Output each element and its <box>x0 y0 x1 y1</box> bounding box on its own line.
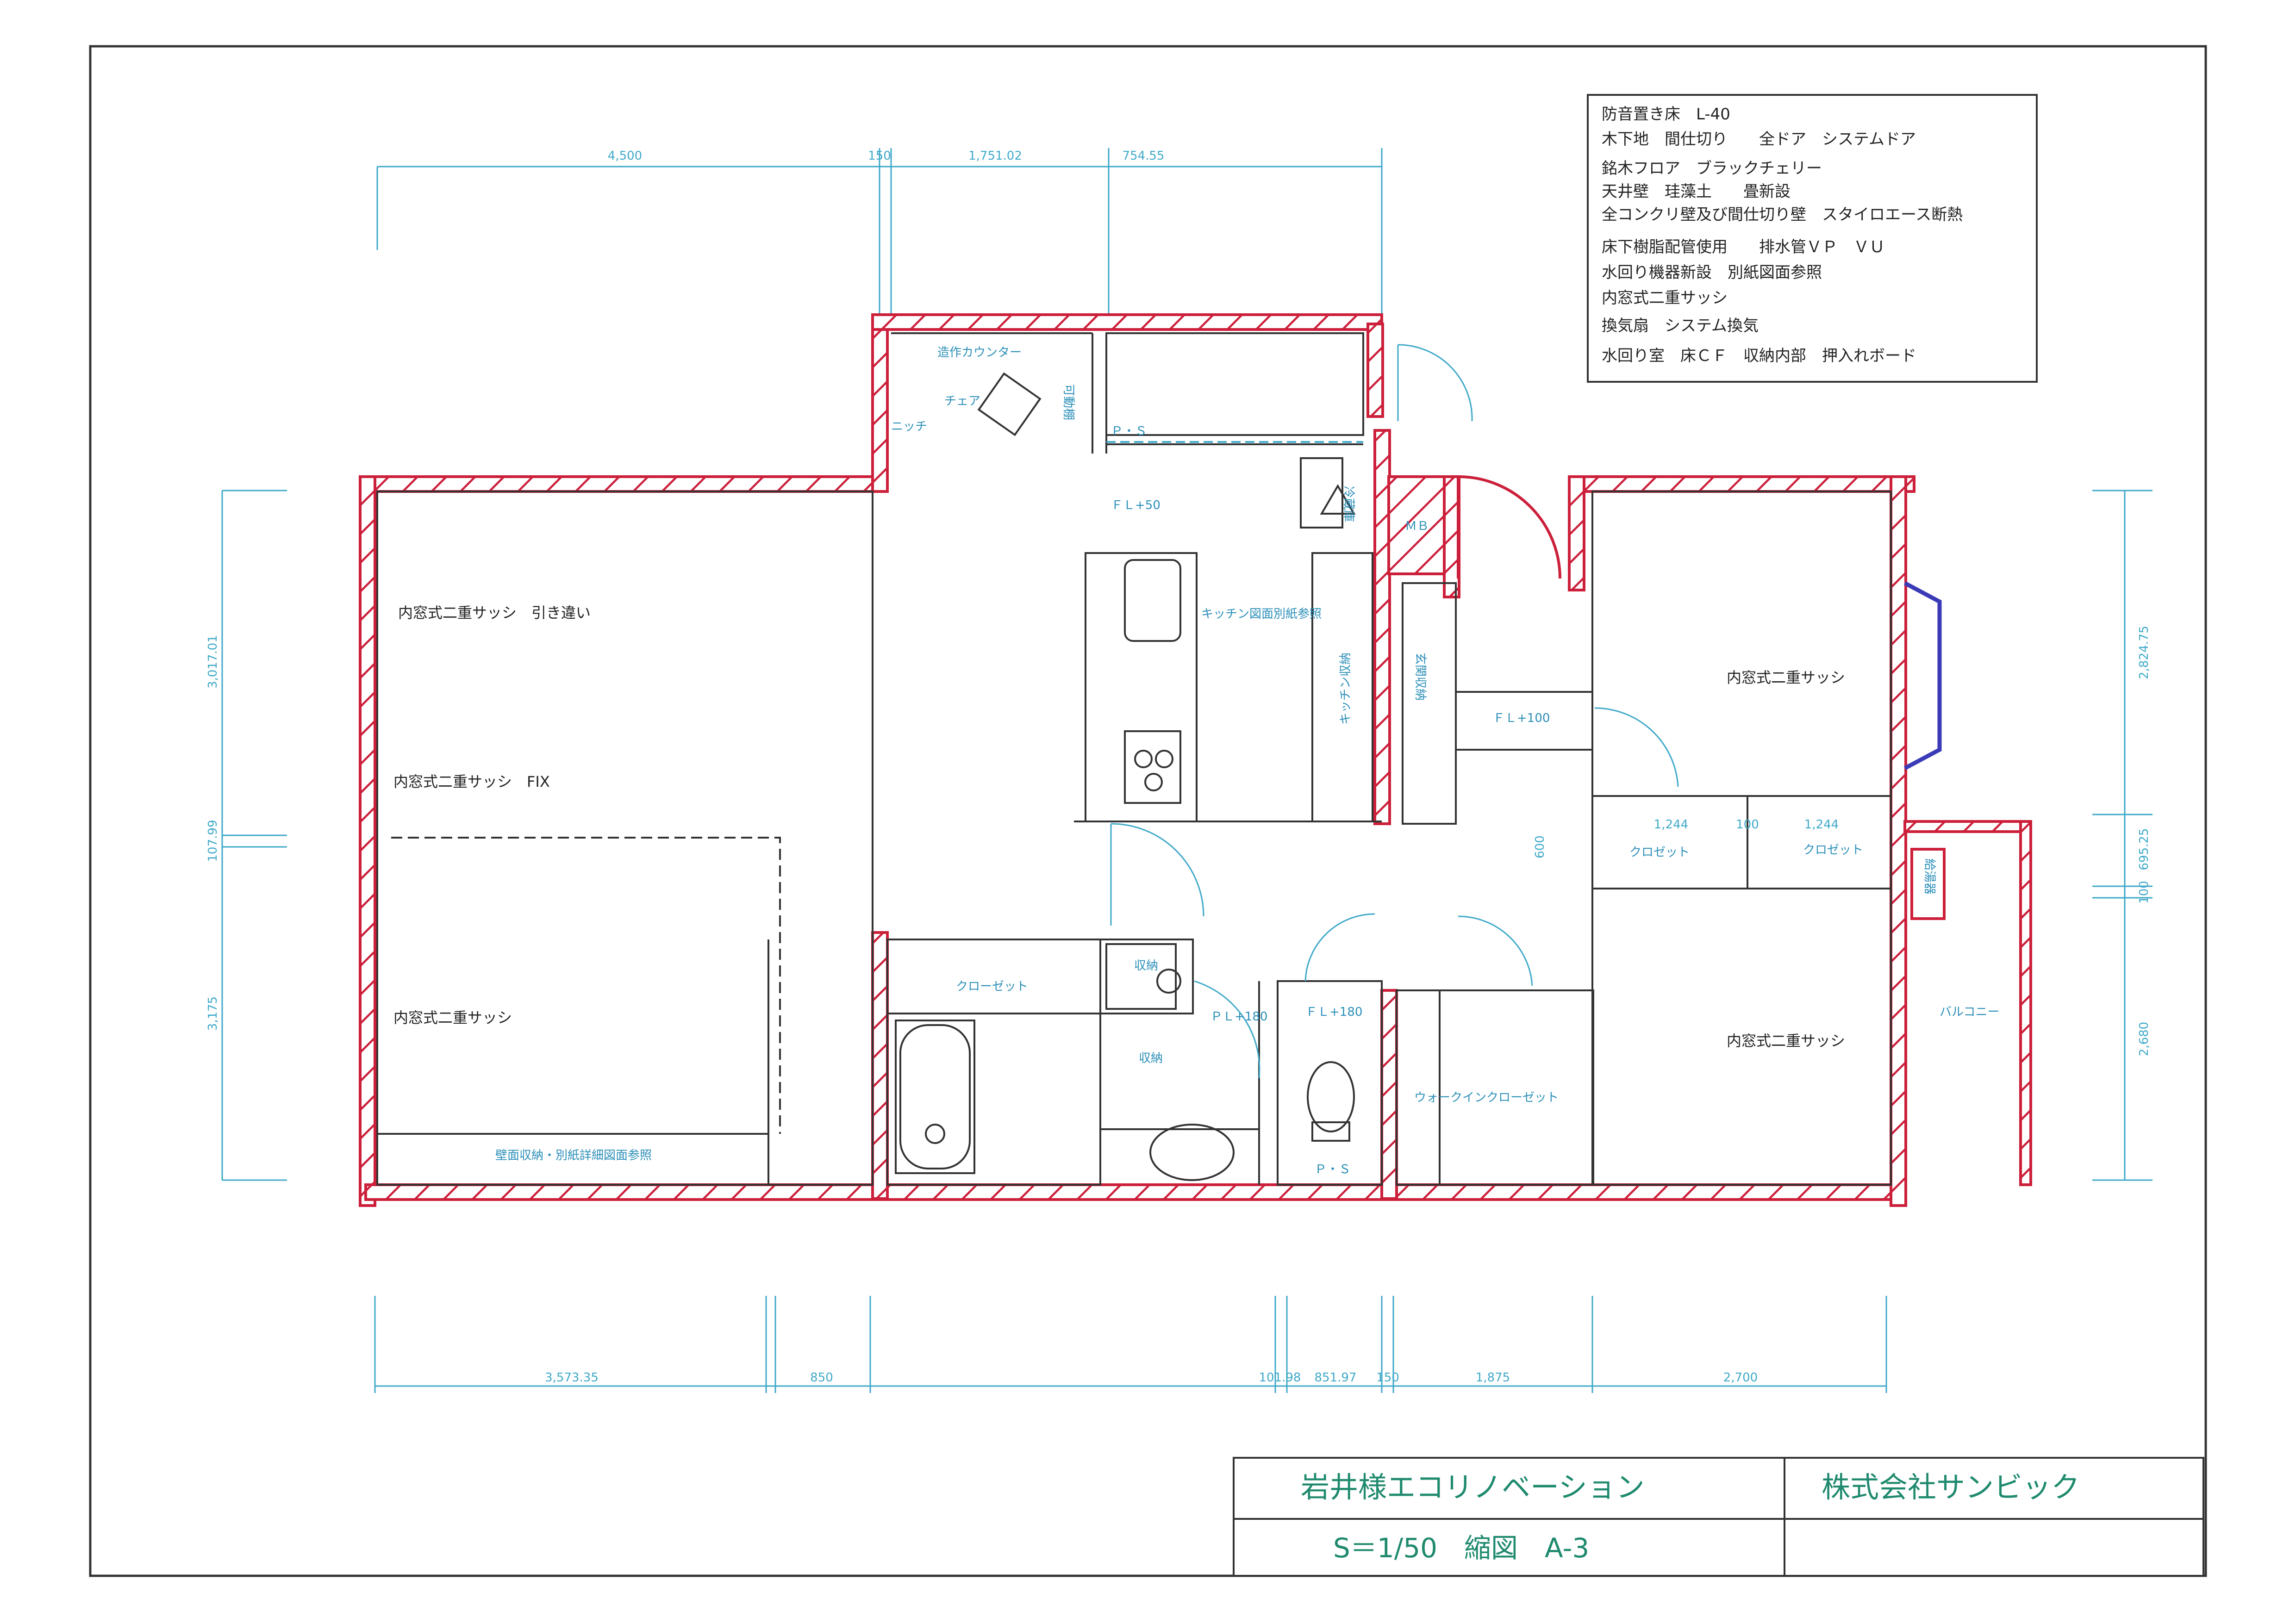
chair-icon <box>977 372 1042 436</box>
sheet-frame <box>89 45 2207 1577</box>
dim-label: 2,700 <box>1723 1371 1758 1385</box>
bay-window <box>1903 581 1942 770</box>
entry-door-arc <box>1458 475 1561 579</box>
dim-label: 3,175 <box>206 996 220 1031</box>
label-storage: 収納 <box>1139 1051 1163 1065</box>
label-closet-main: クローゼット <box>956 980 1028 994</box>
label-fl180: ＦＬ+180 <box>1305 1005 1362 1019</box>
door-swings <box>1110 344 1679 1079</box>
toilet-icon <box>1307 1061 1355 1132</box>
label-counter: 造作カウンター <box>937 346 1022 360</box>
company-name: 株式会社サンビック <box>1822 1470 2080 1504</box>
dim-label: 107.99 <box>206 820 220 862</box>
label-sash-right-upper: 内窓式二重サッシ <box>1727 669 1845 686</box>
dim-label: 2,824.75 <box>2137 626 2151 679</box>
spec-note: 水回り機器新設 別紙図面参照 <box>1602 263 1822 282</box>
concrete-walls <box>359 313 2032 1207</box>
dim-label: 851.97 <box>1315 1371 1357 1385</box>
dim-label: 3,573.35 <box>545 1371 599 1385</box>
label-wall-storage: 壁面収納・別紙詳細図面参照 <box>495 1149 652 1163</box>
dim-label: 150 <box>1376 1371 1399 1385</box>
dimension-lines <box>221 148 2152 1393</box>
spec-note: 水回り室 床ＣＦ 収納内部 押入れボード <box>1602 347 1916 365</box>
label-movable-shelf: 可動棚 <box>1061 384 1075 420</box>
project-title: 岩井様エコリノベーション <box>1301 1470 1645 1504</box>
label-ps-top: Ｐ・Ｓ <box>1111 424 1147 438</box>
label-closet-b: クロゼット <box>1803 843 1863 857</box>
label-dim-inner: 100 <box>1736 818 1759 832</box>
label-dim-inner: 600 <box>1533 835 1547 858</box>
label-water-heater: 給湯器 <box>1922 858 1936 895</box>
interior-partitions <box>376 332 1892 1186</box>
label-sash-lower: 内窓式二重サッシ <box>393 1009 512 1026</box>
fixtures <box>899 372 1355 1181</box>
title-block: 岩井様エコリノベーション 株式会社サンビック S＝1/50 縮図 A-3 <box>1233 1457 2204 1577</box>
dim-label: 695.25 <box>2137 828 2151 871</box>
stove-icon <box>1124 730 1181 804</box>
dim-label: 3,017.01 <box>206 635 220 689</box>
spec-note: 銘木フロア ブラックチェリー <box>1602 159 1822 178</box>
label-fridge: 冷蔵庫 <box>1341 486 1355 522</box>
dim-label: 1,751.02 <box>968 149 1022 163</box>
spec-notes-box: 防音置き床 L-40 木下地 間仕切り 全ドア システムドア 銘木フロア ブラッ… <box>1587 94 2038 383</box>
kitchen-sink-icon <box>1124 559 1181 642</box>
label-dim-inner: 1,244 <box>1654 818 1688 832</box>
label-kitchen-storage: キッチン収納 <box>1339 653 1353 725</box>
washing-machine-icon <box>1105 943 1177 1010</box>
dim-label: 1,875 <box>1476 1371 1510 1385</box>
scale-label: S＝1/50 縮図 A-3 <box>1333 1532 1589 1564</box>
dim-label: 100 <box>2137 881 2151 904</box>
dim-label: 2,680 <box>2137 1022 2151 1056</box>
spec-note: 全コンクリ壁及び間仕切り壁 スタイロエース断熱 <box>1602 205 1963 224</box>
bathtub-icon <box>899 1024 971 1169</box>
spec-note: 換気扇 システム換気 <box>1602 317 1759 335</box>
spec-note: 内窓式二重サッシ <box>1602 289 1728 307</box>
label-entry-storage: 玄関収納 <box>1413 653 1427 701</box>
label-kitchen-ref: キッチン図面別紙参照 <box>1201 607 1322 621</box>
label-mb: ＭＢ <box>1405 519 1429 533</box>
label-pl180: ＰＬ+180 <box>1210 1010 1267 1024</box>
spec-note: 木下地 間仕切り 全ドア システムドア <box>1602 130 1916 149</box>
label-ps-bottom: Ｐ・Ｓ <box>1315 1163 1351 1176</box>
dim-label: 850 <box>810 1371 833 1385</box>
label-sash-sliding: 内窓式二重サッシ 引き違い <box>398 604 591 622</box>
room-labels: 内窓式二重サッシ 引き違い 内窓式二重サッシ FIX 内窓式二重サッシ 内窓式二… <box>393 346 1999 1176</box>
label-storage-small: 収納 <box>1134 959 1158 973</box>
dim-label: 4,500 <box>608 149 642 163</box>
spec-note: 防音置き床 L-40 <box>1602 105 1730 124</box>
label-chair: チェア <box>944 394 980 408</box>
label-niche: ニッチ <box>891 420 927 434</box>
label-closet-a: クロゼット <box>1629 846 1690 859</box>
fridge-icon <box>1320 484 1356 515</box>
label-dim-inner: 1,244 <box>1804 818 1839 832</box>
spec-note: 床下樹脂配管使用 排水管ＶＰ ＶＵ <box>1602 238 1885 256</box>
dim-label: 150 <box>868 149 891 163</box>
spec-note: 天井壁 珪藻土 畳新設 <box>1602 182 1791 201</box>
dim-label: 754.55 <box>1123 149 1165 163</box>
label-sash-right-lower: 内窓式二重サッシ <box>1727 1032 1845 1050</box>
dim-label: 101.98 <box>1259 1371 1301 1385</box>
wash-basin-icon <box>1149 1124 1235 1181</box>
label-walkin: ウォークインクローゼット <box>1414 1091 1559 1105</box>
label-sash-fix: 内窓式二重サッシ FIX <box>393 773 550 790</box>
label-fl50: ＦＬ+50 <box>1111 498 1160 512</box>
label-fl100: ＦＬ+100 <box>1493 711 1550 725</box>
label-balcony: バルコニー <box>1940 1005 1999 1019</box>
